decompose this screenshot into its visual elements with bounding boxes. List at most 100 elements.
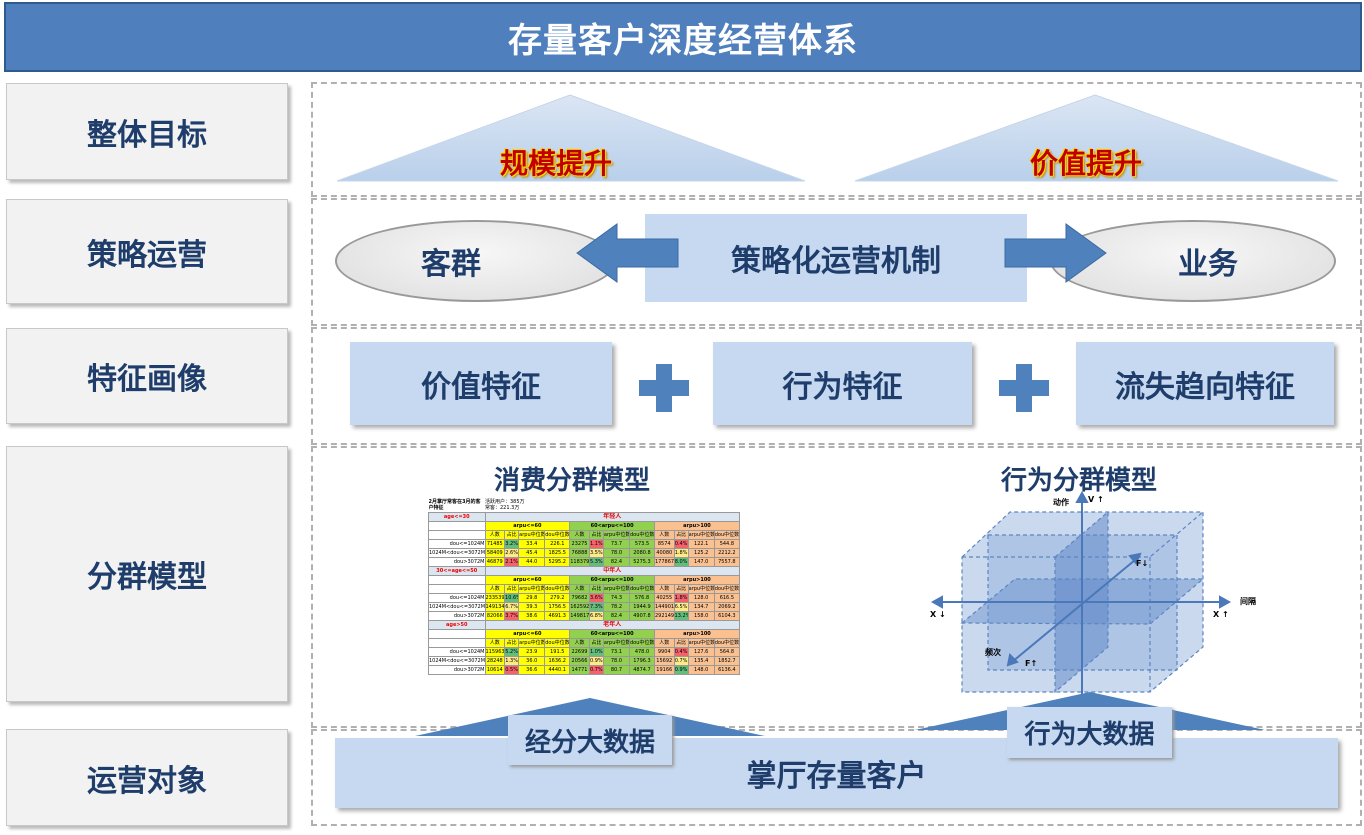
share-cell: 6.5% bbox=[673, 601, 689, 612]
dou-median-cell: 226.1 bbox=[544, 538, 571, 549]
zone-models bbox=[311, 446, 1362, 728]
arpu-group-header: 60<arpu<=100 bbox=[569, 574, 655, 585]
age-group-name: 老年人 bbox=[484, 619, 740, 630]
row-label-goal: 整体目标 bbox=[6, 83, 288, 180]
arpu-median-cell: 78.0 bbox=[602, 655, 630, 666]
count-cell: 118379 bbox=[569, 556, 590, 567]
share-cell: 1.1% bbox=[588, 538, 604, 549]
share-cell: 13.2% bbox=[673, 610, 689, 621]
table-caption-active: 活跃用户：385万 bbox=[485, 498, 525, 505]
share-cell: 6.8% bbox=[588, 610, 604, 621]
arpu-median-cell: 36.0 bbox=[518, 655, 546, 666]
dou-median-cell: 564.8 bbox=[713, 646, 741, 657]
dou-median-cell: 279.2 bbox=[544, 592, 571, 603]
age-group-name: 年轻人 bbox=[484, 511, 740, 522]
table-caption-left: 2月掌厅常客在3月的客户特征 bbox=[428, 498, 481, 511]
arpu-group-header: arpu<=60 bbox=[484, 628, 571, 639]
cube-frequency-label: 频次 bbox=[985, 647, 1001, 657]
customer-group-label: 客群 bbox=[421, 247, 481, 282]
column-header: arpu中位数 bbox=[518, 637, 546, 648]
strategy-mechanism-box: 策略化运营机制 bbox=[645, 214, 1027, 302]
count-cell: 177867 bbox=[653, 556, 675, 567]
dou-median-cell: 6104.3 bbox=[713, 610, 741, 621]
dou-median-cell: 2212.2 bbox=[713, 547, 741, 558]
share-cell: 0.9% bbox=[588, 655, 604, 666]
column-header: 人数 bbox=[569, 637, 590, 648]
arpu-group-header: arpu>100 bbox=[653, 628, 741, 639]
arpu-median-cell: 23.9 bbox=[518, 646, 546, 657]
arpu-median-cell: 128.0 bbox=[687, 592, 715, 603]
arpu-median-cell: 78.2 bbox=[602, 601, 630, 612]
share-cell: 1.8% bbox=[673, 592, 689, 603]
share-cell: 3.2% bbox=[504, 538, 520, 549]
dou-median-cell: 2080.8 bbox=[628, 547, 655, 558]
share-cell: 0.4% bbox=[673, 538, 689, 549]
feature-churn: 流失趋向特征 bbox=[1076, 342, 1334, 425]
share-cell: 3.5% bbox=[588, 547, 604, 558]
value-triangle bbox=[854, 94, 1339, 182]
column-header: 占比 bbox=[504, 583, 520, 594]
dou-median-cell: 5295.2 bbox=[544, 556, 571, 567]
count-cell: 79682 bbox=[569, 592, 590, 603]
arpu-median-cell: 78.0 bbox=[602, 547, 630, 558]
share-cell: 0.7% bbox=[588, 664, 604, 675]
column-header: dou中位数 bbox=[628, 583, 655, 594]
arpu-median-cell: 147.0 bbox=[687, 556, 715, 567]
arpu-group-header: arpu>100 bbox=[653, 574, 741, 585]
plus-icon bbox=[999, 364, 1049, 412]
age-group-label: age>50 bbox=[428, 619, 486, 630]
count-cell: 19166 bbox=[653, 664, 675, 675]
column-header: dou中位数 bbox=[544, 583, 571, 594]
row-label-strategy: 策略运营 bbox=[6, 199, 288, 304]
scale-triangle bbox=[336, 94, 806, 182]
dou-median-cell: 573.5 bbox=[628, 538, 655, 549]
customer-group-ellipse: 客群 bbox=[335, 220, 617, 302]
row-label: dou<=1024M bbox=[428, 538, 486, 549]
cube-x-left-label: X ↓ bbox=[930, 610, 946, 619]
goal-scale: 规模提升 bbox=[500, 147, 613, 180]
row-label: dou>3072M bbox=[428, 556, 486, 567]
column-header: 占比 bbox=[673, 583, 689, 594]
arpu-group-header: 60<arpu<=100 bbox=[569, 628, 655, 639]
count-cell: 71485 bbox=[484, 538, 506, 549]
table-row: dou<=1024M23353910.6%29.8279.2796823.6%7… bbox=[428, 592, 741, 603]
column-header: 占比 bbox=[504, 637, 520, 648]
dou-median-cell: 1756.5 bbox=[544, 601, 571, 612]
column-header: 人数 bbox=[569, 583, 590, 594]
target-customers-box: 掌厅存量客户 bbox=[335, 738, 1338, 808]
count-cell: 162592 bbox=[569, 601, 590, 612]
dou-median-cell: 5275.3 bbox=[628, 556, 655, 567]
share-cell: 1.3% bbox=[504, 655, 520, 666]
share-cell: 0.5% bbox=[504, 664, 520, 675]
share-cell: 0.7% bbox=[673, 655, 689, 666]
data-source-analytics: 经分大数据 bbox=[508, 715, 672, 765]
count-cell: 8574 bbox=[653, 538, 675, 549]
share-cell: 5.3% bbox=[588, 556, 604, 567]
column-header: dou中位数 bbox=[544, 529, 571, 540]
arpu-median-cell: 158.0 bbox=[687, 610, 715, 621]
zone-features bbox=[311, 327, 1362, 445]
count-cell: 23275 bbox=[569, 538, 590, 549]
column-header: 人数 bbox=[653, 583, 675, 594]
column-header: 人数 bbox=[484, 637, 506, 648]
row-label: dou>3072M bbox=[428, 610, 486, 621]
dou-median-cell: 1852.7 bbox=[713, 655, 741, 666]
dou-median-cell: 7557.8 bbox=[713, 556, 741, 567]
arpu-median-cell: 80.7 bbox=[602, 664, 630, 675]
share-cell: 10.6% bbox=[504, 592, 520, 603]
row-label: 1024M<dou<=3072M bbox=[428, 601, 486, 612]
arpu-median-cell: 39.3 bbox=[518, 601, 546, 612]
arpu-median-cell: 73.7 bbox=[602, 538, 630, 549]
column-header: 占比 bbox=[588, 529, 604, 540]
share-cell: 0.9% bbox=[673, 664, 689, 675]
row-label: 1024M<dou<=3072M bbox=[428, 655, 486, 666]
share-cell: 7.3% bbox=[588, 601, 604, 612]
share-cell: 1.8% bbox=[673, 547, 689, 558]
age-group-label: age<=30 bbox=[428, 511, 486, 522]
count-cell: 82066 bbox=[484, 610, 506, 621]
row-label-features: 特征画像 bbox=[6, 328, 288, 424]
count-cell: 292149 bbox=[653, 610, 675, 621]
column-header: 占比 bbox=[673, 637, 689, 648]
